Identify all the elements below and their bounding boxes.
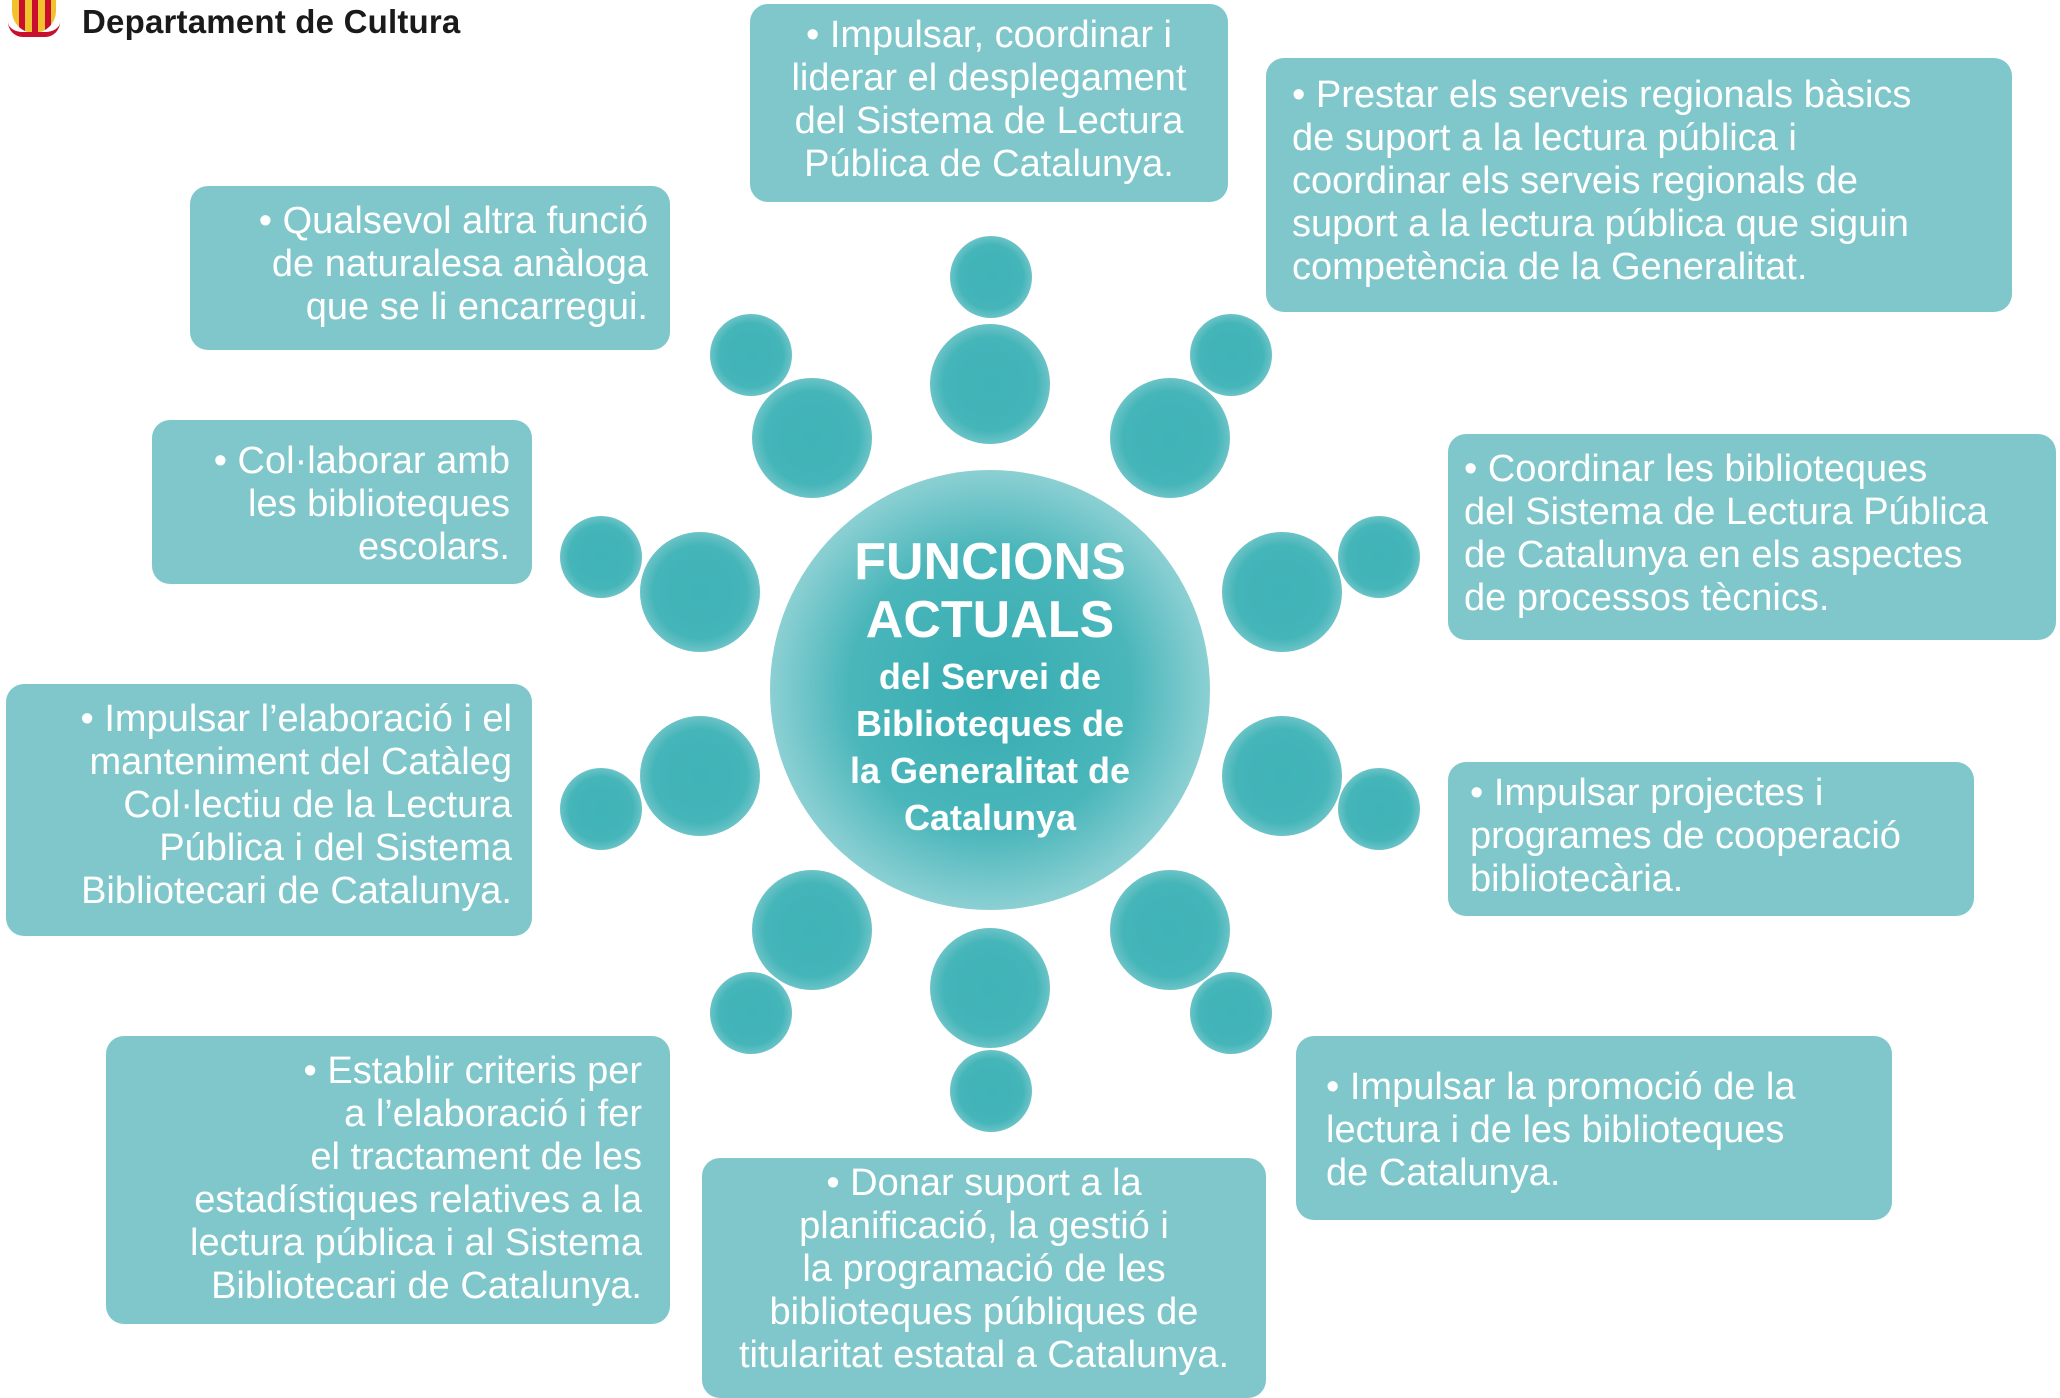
function-box-right-lower: • Impulsar projectes i programes de coop… [1448,762,1974,916]
spoke-dot-right-lower-large [1222,716,1342,836]
spoke-dot-bottomright-small [1190,972,1272,1054]
spoke-dot-topleft-large [752,378,872,498]
spoke-dot-top-large [930,324,1050,444]
spoke-dot-top-small [950,236,1032,318]
spoke-dot-topright-large [1110,378,1230,498]
spoke-dot-left-upper-small [560,516,642,598]
center-node: FUNCIONS ACTUALS del Servei de Biblioteq… [770,470,1210,910]
center-title: FUNCIONS ACTUALS [854,533,1126,649]
function-box-bottom: • Donar suport a la planificació, la ges… [702,1158,1266,1398]
function-box-bottom-left: • Establir criteris per a l’elaboració i… [106,1036,670,1324]
function-box-top-right: • Prestar els serveis regionals bàsics d… [1266,58,2012,312]
center-subtitle: del Servei de Biblioteques de la General… [849,656,1131,838]
logo-base-icon [8,22,60,37]
function-box-right-upper: • Coordinar les biblioteques del Sistema… [1448,434,2056,640]
spoke-dot-right-upper-small [1338,516,1420,598]
header: Departament de Cultura [8,0,460,42]
function-box-left-lower: • Impulsar l’elaboració i el manteniment… [6,684,532,936]
spoke-dot-topright-small [1190,314,1272,396]
generalitat-logo [8,0,60,37]
spoke-dot-bottomleft-large [752,870,872,990]
function-box-top: • Impulsar, coordinar i liderar el despl… [750,4,1228,202]
department-name: Departament de Cultura [82,3,461,40]
function-box-left-upper: • Col·laborar amb les biblioteques escol… [152,420,532,584]
function-box-bottom-right: • Impulsar la promoció de la lectura i d… [1296,1036,1892,1220]
function-box-top-left: • Qualsevol altra funció de naturalesa a… [190,186,670,350]
spoke-dot-bottomright-large [1110,870,1230,990]
spoke-dot-left-upper-large [640,532,760,652]
spoke-dot-right-upper-large [1222,532,1342,652]
spoke-dot-left-lower-small [560,768,642,850]
spoke-dot-left-lower-large [640,716,760,836]
spoke-dot-bottomleft-small [710,972,792,1054]
spoke-dot-right-lower-small [1338,768,1420,850]
spoke-dot-bottom-large [930,928,1050,1048]
spoke-dot-topleft-small [710,314,792,396]
spoke-dot-bottom-small [950,1050,1032,1132]
